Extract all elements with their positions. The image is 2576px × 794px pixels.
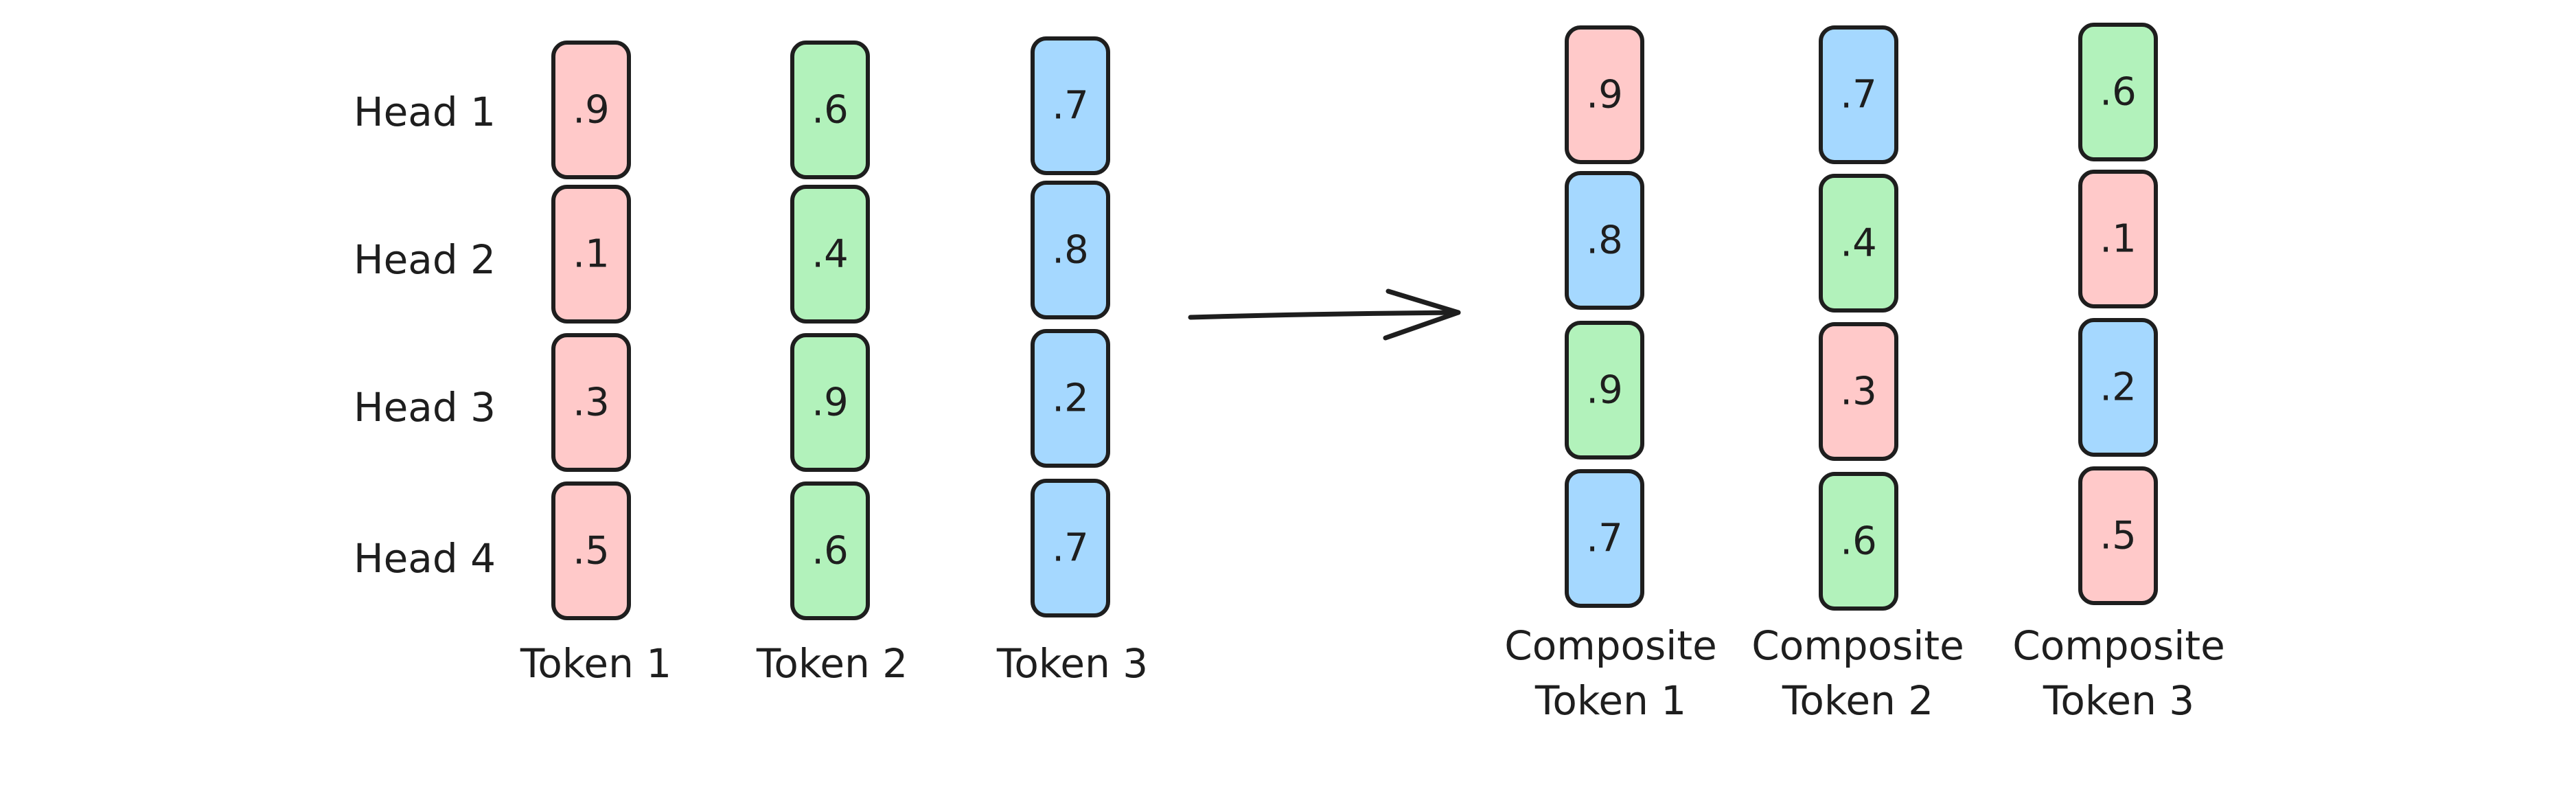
- cell-value: .8: [1586, 218, 1622, 263]
- cell-bg: [1819, 322, 1898, 461]
- cell-bg: [1819, 472, 1898, 611]
- cell-value: .9: [1586, 368, 1622, 413]
- cell-bg: [1819, 174, 1898, 313]
- cell-value: .6: [1840, 519, 1876, 564]
- cell-bg: [1565, 321, 1644, 460]
- cell-value: .9: [573, 88, 609, 133]
- composite-label-line2: Token 3: [2043, 677, 2194, 724]
- cell-bg: [551, 41, 631, 179]
- cell-bg: [2078, 318, 2158, 457]
- cell-value: .6: [812, 529, 848, 574]
- head-labels: Head 1 Head 2 Head 3 Head 4: [354, 89, 496, 582]
- cell-bg: [1031, 36, 1110, 175]
- cell-bg: [551, 185, 631, 324]
- head-label: Head 2: [354, 236, 496, 283]
- cell-value: .5: [2100, 514, 2136, 558]
- cell-bg: [1031, 181, 1110, 319]
- cell-bg: [2078, 170, 2158, 308]
- cell-value: .8: [1052, 228, 1088, 273]
- cell-bg: [2078, 23, 2158, 161]
- cell-bg: [1031, 329, 1110, 468]
- cell-value: .9: [1586, 73, 1622, 117]
- cell-bg: [1565, 469, 1644, 608]
- cell-value: .1: [2100, 217, 2136, 262]
- cell-value: .7: [1052, 526, 1088, 571]
- cell-value: .3: [1840, 370, 1876, 414]
- cell-bg: [790, 481, 870, 620]
- cell-value: .4: [812, 232, 848, 277]
- cell-bg: [790, 333, 870, 472]
- token-label: Token 2: [756, 640, 908, 687]
- cell-bg: [1565, 25, 1644, 164]
- token-label: Token 1: [520, 640, 671, 687]
- input-token-column-1: .9 .1 .3 .5 Token 1: [520, 41, 671, 687]
- composite-token-column-3: .6 .1 .2 .5 Composite Token 3: [2012, 23, 2225, 724]
- token-label: Token 3: [996, 640, 1148, 687]
- input-token-column-3: .7 .8 .2 .7 Token 3: [996, 36, 1148, 687]
- composite-token-column-1: .9 .8 .9 .7 Composite Token 1: [1504, 25, 1717, 724]
- cell-value: .3: [573, 381, 609, 425]
- cell-value: .5: [573, 529, 609, 574]
- composite-label-line1: Composite: [1751, 622, 1964, 669]
- head-label: Head 3: [354, 384, 496, 431]
- head-label: Head 1: [354, 89, 496, 135]
- cell-bg: [2078, 466, 2158, 605]
- composite-label-line2: Token 2: [1782, 677, 1933, 724]
- cell-bg: [1819, 25, 1898, 164]
- cell-value: .6: [812, 88, 848, 133]
- composite-label-line1: Composite: [1504, 622, 1717, 669]
- cell-value: .2: [1052, 376, 1088, 421]
- composite-token-column-2: .7 .4 .3 .6 Composite Token 2: [1751, 25, 1964, 724]
- cell-value: .9: [812, 381, 848, 425]
- cell-value: .2: [2100, 365, 2136, 410]
- cell-bg: [790, 41, 870, 179]
- cell-value: .7: [1052, 84, 1088, 128]
- cell-value: .1: [573, 232, 609, 277]
- head-label: Head 4: [354, 535, 496, 582]
- cell-bg: [1565, 171, 1644, 310]
- cell-value: .7: [1586, 517, 1622, 561]
- cell-value: .4: [1840, 221, 1876, 266]
- cell-value: .7: [1840, 73, 1876, 117]
- cell-value: .6: [2100, 70, 2136, 115]
- cell-bg: [551, 481, 631, 620]
- right-arrow-icon: [1188, 288, 1461, 341]
- composite-label-line2: Token 1: [1534, 677, 1686, 724]
- composite-label-line1: Composite: [2012, 622, 2225, 669]
- cell-bg: [790, 185, 870, 324]
- cell-bg: [551, 333, 631, 472]
- cell-bg: [1031, 479, 1110, 617]
- input-token-column-2: .6 .4 .9 .6 Token 2: [756, 41, 908, 687]
